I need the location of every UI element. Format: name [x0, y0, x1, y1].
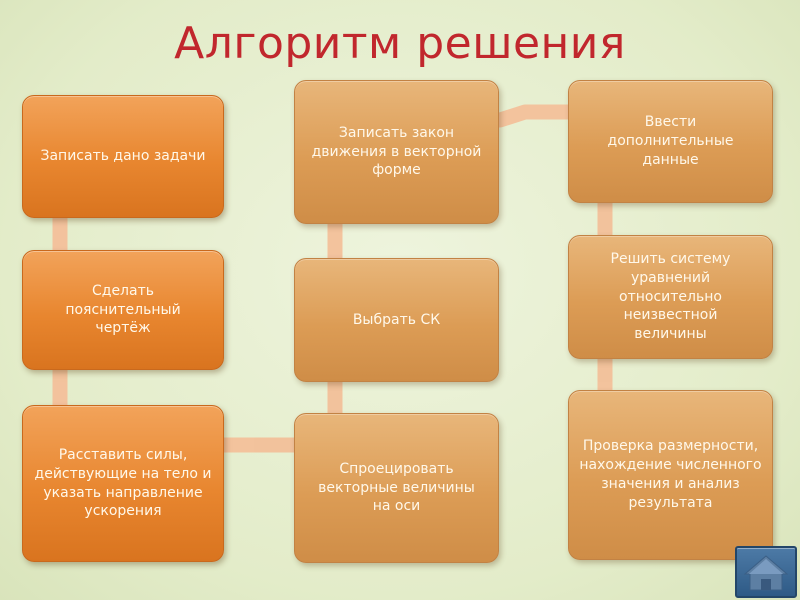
step-box-9: Проверка размерности, нахождение численн… [568, 390, 773, 560]
step-box-3: Расставить силы, действующие на тело и у… [22, 405, 224, 562]
step-box-1: Записать дано задачи [22, 95, 224, 218]
step-text-4: Спроецировать векторные величины на оси [318, 460, 475, 515]
home-icon [743, 555, 789, 591]
home-button[interactable] [735, 546, 797, 598]
step-box-8: Решить систему уравнений относительно не… [568, 235, 773, 359]
step-text-3: Расставить силы, действующие на тело и у… [34, 446, 212, 520]
step-box-6: Записать закон движения в векторной форм… [294, 80, 499, 224]
slide-title: Алгоритм решения [174, 18, 626, 69]
step-box-7: Ввести дополнительные данные [568, 80, 773, 203]
step-box-4: Спроецировать векторные величины на оси [294, 413, 499, 563]
step-text-8: Решить систему уравнений относительно не… [610, 250, 731, 343]
step-text-9: Проверка размерности, нахождение численн… [579, 438, 762, 511]
step-box-2: Сделать пояснительный чертёж [22, 250, 224, 370]
step-text-6: Записать закон движения в векторной форм… [311, 124, 482, 179]
step-text-1: Записать дано задачи [40, 148, 206, 165]
step-text-5: Выбрать СК [352, 311, 441, 328]
step-text-7: Ввести дополнительные данные [607, 114, 734, 168]
step-box-5: Выбрать СК [294, 258, 499, 382]
step-text-2: Сделать пояснительный чертёж [65, 282, 181, 337]
